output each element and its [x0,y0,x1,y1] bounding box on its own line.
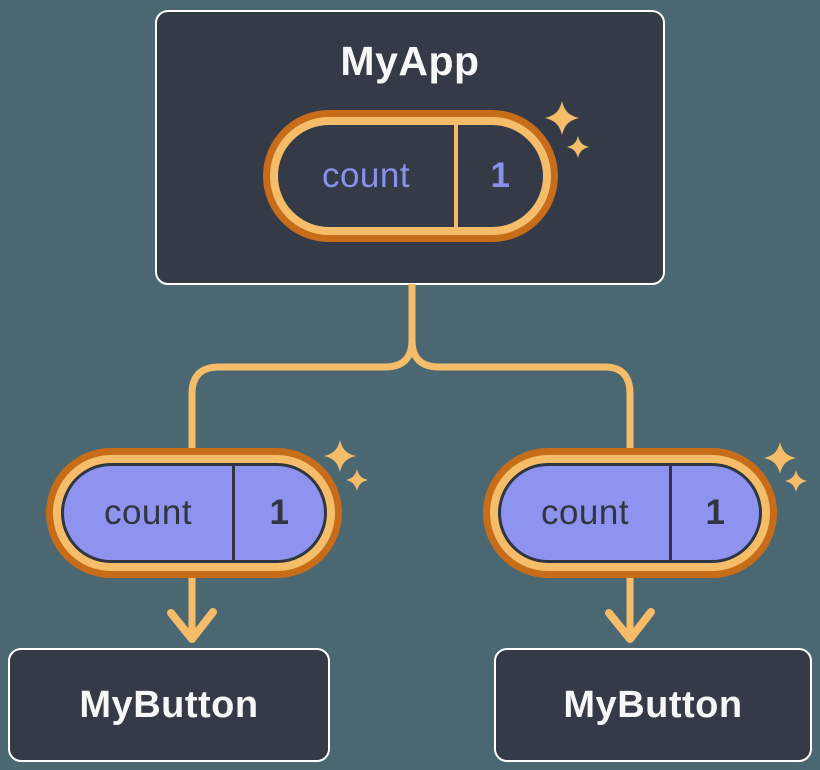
props-pill-left: count 1 [46,448,342,578]
props-pill-content: count 1 [498,463,762,563]
props-pill-ring: count 1 [53,455,335,571]
prop-value: 1 [705,493,726,532]
state-name: count [321,156,411,195]
mybutton-node-label: MyButton [79,683,259,726]
mybutton-node-right: MyButton [494,648,812,762]
arrow-down-icon [605,608,655,643]
prop-name: count [540,493,630,532]
state-pill-content: count 1 [278,125,543,227]
mybutton-node-label: MyButton [563,683,743,726]
sparkle-icon [324,440,356,472]
props-pill-right: count 1 [483,448,777,578]
state-value: 1 [490,156,511,195]
sparkle-icon [785,470,807,492]
myapp-node-label: MyApp [340,38,480,84]
sparkle-icon [764,442,796,474]
state-pill: count 1 [263,110,558,242]
props-pill-ring: count 1 [490,455,770,571]
props-pill-divider [669,466,672,560]
props-pill-content: count 1 [61,463,327,563]
state-pill-divider [454,125,458,227]
prop-value: 1 [269,493,290,532]
prop-name: count [103,493,193,532]
arrow-down-icon [167,608,217,643]
sparkle-icon [346,469,368,491]
state-pill-ring: count 1 [270,117,551,235]
mybutton-node-left: MyButton [8,648,330,762]
